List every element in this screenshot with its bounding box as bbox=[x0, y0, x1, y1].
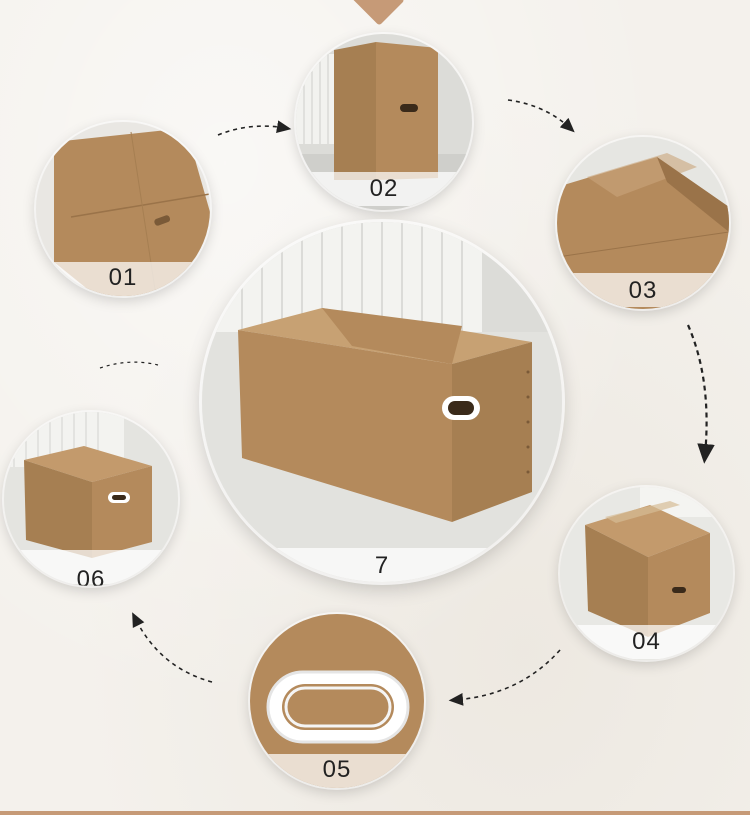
bottom-accent-line bbox=[0, 811, 750, 815]
step-03-photo: 03 bbox=[557, 137, 729, 309]
final-label-band bbox=[202, 548, 562, 582]
step-01-photo: 01 bbox=[36, 122, 210, 296]
step-02-label-band bbox=[296, 172, 472, 206]
step-06-photo: 06 bbox=[4, 412, 178, 586]
final-label: 7 bbox=[374, 552, 390, 579]
step-05-label-band bbox=[250, 754, 424, 788]
step-05-photo: 05 bbox=[250, 614, 424, 788]
final-box-photo: 7 bbox=[202, 222, 562, 582]
step-01-label-band bbox=[36, 262, 210, 296]
step-03-label: 03 bbox=[628, 277, 658, 304]
step-02-label: 02 bbox=[369, 175, 399, 202]
step-02-photo: 02 bbox=[296, 34, 472, 210]
step-04-label: 04 bbox=[632, 628, 661, 655]
step-06-label: 06 bbox=[76, 566, 106, 586]
step-03-label-band bbox=[557, 273, 729, 307]
step-05-label: 05 bbox=[322, 756, 352, 783]
step-06-label-band bbox=[4, 550, 178, 584]
step-04-label-band bbox=[560, 625, 733, 659]
step-04-photo: 04 bbox=[560, 487, 733, 660]
step-01-label: 01 bbox=[108, 264, 138, 291]
